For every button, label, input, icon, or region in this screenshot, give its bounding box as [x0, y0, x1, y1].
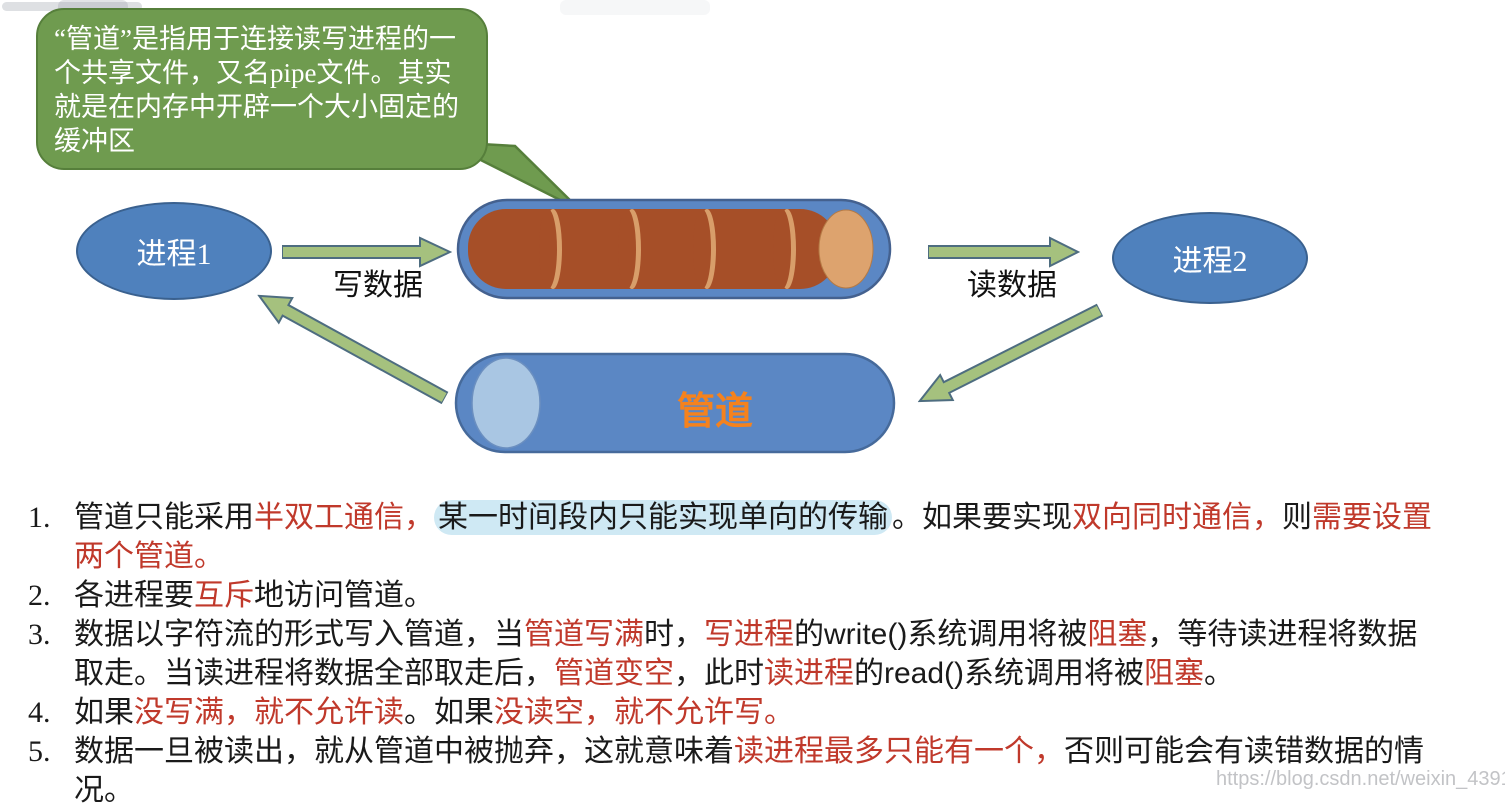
- speech-bubble: “管道”是指用于连接读写进程的一个共享文件，又名pipe文件。其实就是在内存中开…: [36, 8, 488, 170]
- pipe-cylinder: [454, 352, 896, 454]
- note-run: 管道写满: [524, 618, 644, 651]
- note-run: 读进程最多只能有一个，: [734, 735, 1064, 768]
- note-run: 则: [1282, 501, 1312, 534]
- note-text: 数据以字符流的形式写入管道，当管道写满时，写进程的write()系统调用将被阻塞…: [74, 615, 1440, 693]
- csdn-watermark: https://blog.csdn.net/weixin_43914604: [1216, 768, 1505, 790]
- note-number: 2.: [28, 579, 51, 612]
- note-number: 1.: [28, 501, 51, 534]
- pipe-label: 管道: [676, 391, 753, 433]
- process1-ellipse: 进程1: [76, 202, 272, 300]
- note-run: 各进程要: [74, 579, 194, 612]
- note-run: read(): [884, 657, 965, 690]
- note-run: 的: [854, 657, 884, 690]
- read-arrow: [928, 236, 1080, 268]
- note-run: 的: [794, 618, 824, 651]
- note-run: 否则可能会有读错数据的情况。: [74, 735, 1424, 806]
- read-arrow-label: 读数据: [967, 269, 1057, 302]
- note-item: 3.数据以字符流的形式写入管道，当管道写满时，写进程的write()系统调用将被…: [28, 615, 1440, 693]
- note-text: 数据一旦被读出，就从管道中被抛弃，这就意味着读进程最多只能有一个，否则可能会有读…: [74, 732, 1440, 806]
- note-run: 没写满，就不允许读: [134, 696, 404, 729]
- data-pipe-cylinder: [456, 198, 892, 300]
- write-arrow-label: 写数据: [333, 269, 423, 302]
- return-arrow: [257, 294, 450, 405]
- top-watermark-artifact: [560, 0, 710, 15]
- note-run: 半双工通信，: [254, 501, 434, 534]
- note-run: write(): [824, 618, 908, 651]
- note-run: 管道只能采用: [74, 501, 254, 534]
- note-run: 如果: [74, 696, 134, 729]
- note-run: 。如果: [404, 696, 494, 729]
- note-text: 如果没写满，就不允许读。如果没读空，就不允许写。: [74, 693, 1440, 732]
- note-run: 没读空，就不允许写。: [494, 696, 794, 729]
- note-run: 阻塞: [1144, 657, 1205, 690]
- note-number: 4.: [28, 696, 51, 729]
- note-run: 。如果要实现: [892, 501, 1072, 534]
- note-item: 2. 各进程要互斥地访问管道。: [28, 576, 1440, 615]
- note-number: 5.: [28, 735, 51, 768]
- note-item: 4. 如果没写满，就不允许读。如果没读空，就不允许写。: [28, 693, 1440, 732]
- note-run: 阻塞: [1087, 618, 1148, 651]
- note-run: 地访问管道。: [254, 579, 434, 612]
- note-run: 管道变空: [554, 657, 674, 690]
- note-run: 系统调用将被: [964, 657, 1145, 690]
- note-run: 读进程: [764, 657, 854, 690]
- note-run: 写进程: [704, 618, 794, 651]
- process2-label: 进程2: [1172, 245, 1248, 278]
- top-watermark-artifact: [2, 2, 142, 11]
- note-run: 系统调用将被: [907, 618, 1088, 651]
- note-run: ，等待读进程将数据取走。当读进程将数据全部取走后，: [74, 618, 1418, 690]
- note-item: 1. 管道只能采用半双工通信，某一时间段内只能实现单向的传输。如果要实现双向同时通…: [28, 498, 1440, 576]
- notes-list: 1. 管道只能采用半双工通信，某一时间段内只能实现单向的传输。如果要实现双向同时通…: [28, 498, 1440, 806]
- process2-ellipse: 进程2: [1112, 212, 1308, 304]
- write-arrow: [282, 236, 452, 268]
- note-run: 数据一旦被读出，就从管道中被抛弃，这就意味着: [74, 735, 734, 768]
- speech-bubble-text: “管道”是指用于连接读写进程的一个共享文件，又名pipe文件。其实就是在内存中开…: [54, 24, 459, 156]
- note-number: 3.: [28, 618, 51, 651]
- note-run: 互斥: [194, 579, 254, 612]
- process2-to-pipe-arrow: [917, 303, 1105, 403]
- note-run: ，此时: [674, 657, 764, 690]
- note-run: 。: [1204, 657, 1235, 690]
- note-text: 各进程要互斥地访问管道。: [74, 576, 1440, 615]
- note-run: 某一时间段内只能实现单向的传输: [434, 500, 892, 535]
- note-item: 5. 数据一旦被读出，就从管道中被抛弃，这就意味着读进程最多只能有一个，否则可能会…: [28, 732, 1440, 806]
- note-text: 管道只能采用半双工通信，某一时间段内只能实现单向的传输。如果要实现双向同时通信，…: [74, 498, 1440, 576]
- note-run: 双向同时通信，: [1072, 501, 1282, 534]
- note-run: 数据以字符流的形式写入管道，当: [74, 618, 524, 651]
- process1-label: 进程1: [136, 238, 212, 271]
- note-run: 需要设置两个管道。: [74, 501, 1432, 573]
- note-run: 时，: [644, 618, 704, 651]
